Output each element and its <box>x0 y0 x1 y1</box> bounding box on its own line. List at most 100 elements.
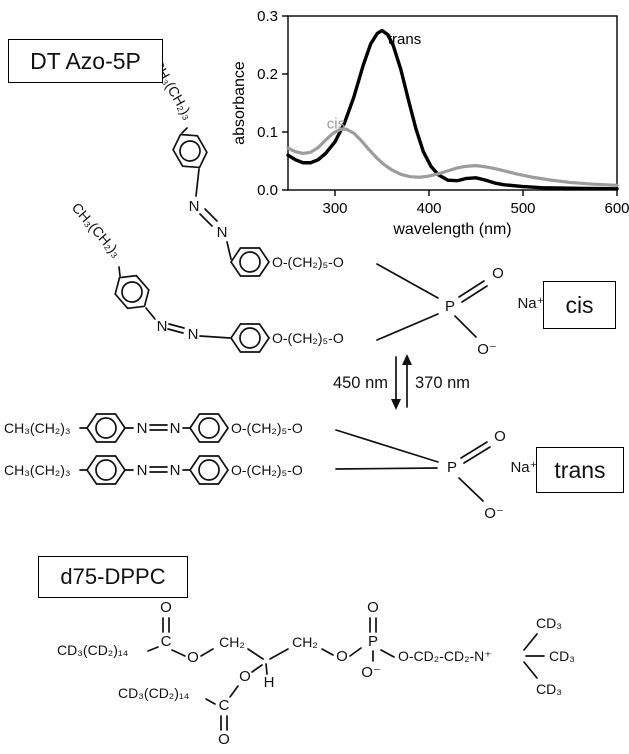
deuterated-tail-label: CD₃(CD₂)₁₄ <box>118 685 190 701</box>
choline-label: O-CD₂-CD₂-N⁺ <box>398 648 492 664</box>
bond <box>349 647 362 657</box>
bond <box>251 664 263 673</box>
benzene-ring <box>167 126 213 176</box>
oxygen-label: O <box>218 731 230 748</box>
double-bond <box>167 328 184 334</box>
cis-structure: CH₃(CH₂)₃ N N O-(CH₂)₅-O CH₃(CH₂)₃ N N O… <box>69 57 545 359</box>
isomerization-arrows: 450 nm 370 nm <box>333 354 470 410</box>
bond <box>376 263 439 299</box>
wavelength-450-label: 450 nm <box>333 374 388 392</box>
y-tick-label: 0.0 <box>257 182 278 199</box>
trans-structure: CH₃(CH₂)₃ N N O-(CH₂)₅-O CH₃(CH₂)₃ N N O… <box>4 413 538 522</box>
oxygen-label: O <box>160 599 172 616</box>
deuterated-tail-label: CD₃(CD₂)₁₄ <box>57 642 129 658</box>
bond <box>247 648 264 660</box>
x-tick-label: 500 <box>510 200 535 217</box>
y-tick-label: 0.3 <box>257 8 278 25</box>
cd3-label: CD₃ <box>536 681 562 697</box>
phosphorus-label: P <box>447 459 457 476</box>
x-axis-title: wavelength (nm) <box>392 221 511 238</box>
x-tick-label: 300 <box>322 200 347 217</box>
azo-n-label: N <box>137 462 148 479</box>
bond <box>181 127 188 134</box>
benzene-ring <box>86 455 126 485</box>
label-box-cis: cis <box>543 281 616 329</box>
double-bond <box>460 441 488 459</box>
bond <box>523 633 538 651</box>
up-arrow-head <box>402 354 412 365</box>
pentyloxy-label: O-(CH₂)₅-O <box>231 462 303 478</box>
bond <box>145 307 156 320</box>
double-bond <box>458 280 485 298</box>
double-bond <box>168 323 185 329</box>
benzene-ring <box>230 247 270 277</box>
pentyloxy-label: O-(CH₂)₅-O <box>272 330 344 346</box>
benzene-ring <box>108 267 156 317</box>
phosphorus-label: P <box>368 633 378 650</box>
absorbance-chart: 300 400 500 600 0.0 0.1 0.2 0.3 wavelength (nm) a… <box>231 8 629 238</box>
azo-n-label: N <box>137 420 148 437</box>
y-tick-label: 0.2 <box>257 66 278 83</box>
ester-o-label: O <box>239 668 251 685</box>
bond <box>229 685 239 698</box>
dppc-structure: CD₃(CD₂)₁₄ C O O CH₂ H CH₂ O C O CD₃(CD₂… <box>57 599 575 748</box>
bond <box>335 467 438 470</box>
benzene-ring <box>86 413 126 443</box>
carbonyl-c-label: C <box>219 697 230 714</box>
label-box-dt-azo-5p: DT Azo-5P <box>8 39 163 83</box>
bond <box>458 477 484 502</box>
benzene-ring <box>189 413 229 443</box>
oxide-label: O⁻ <box>477 341 497 358</box>
azo-n-label: N <box>170 462 181 479</box>
wavelength-370-label: 370 nm <box>415 374 470 392</box>
carbonyl-c-label: C <box>161 633 172 650</box>
series-label-trans: trans <box>388 31 421 48</box>
double-bond <box>204 208 218 222</box>
y-axis-title: absorbance <box>231 61 248 145</box>
bond <box>265 663 268 675</box>
bond <box>454 315 477 338</box>
bond <box>376 313 439 341</box>
cd3-label: CD₃ <box>536 615 562 631</box>
bridge-o-label: O <box>336 648 348 665</box>
bond <box>171 649 186 657</box>
series-label-cis: cis <box>327 116 345 133</box>
bond <box>147 646 159 652</box>
ch2-label: CH₂ <box>219 634 245 650</box>
bond <box>118 266 121 277</box>
bond <box>226 241 232 260</box>
azo-n-label: N <box>189 198 200 215</box>
ester-o-label: O <box>187 649 199 666</box>
azo-n-label: N <box>157 318 168 335</box>
double-bond <box>463 446 491 464</box>
x-tick-label: 600 <box>604 200 629 217</box>
double-bond <box>461 285 488 303</box>
sodium-label: Na⁺ <box>510 459 537 476</box>
benzene-ring <box>189 455 229 485</box>
pentyloxy-label: O-(CH₂)₅-O <box>272 254 344 270</box>
bond <box>335 429 439 463</box>
azo-n-label: N <box>217 224 228 241</box>
series-cis <box>286 127 619 187</box>
label-box-d75-dppc: d75-DPPC <box>38 556 188 598</box>
azo-n-label: N <box>188 326 199 343</box>
pentyloxy-label: O-(CH₂)₅-O <box>231 420 303 436</box>
cd3-label: CD₃ <box>549 648 575 664</box>
oxygen-label: O <box>494 428 506 445</box>
oxygen-label: O <box>367 599 379 616</box>
butyl-chain-label: CH₃(CH₂)₃ <box>69 199 125 260</box>
butyl-chain-label: CH₃(CH₂)₃ <box>4 420 71 436</box>
chart-frame <box>287 15 618 191</box>
y-tick-label: 0.1 <box>257 124 278 141</box>
series-trans <box>286 28 619 191</box>
h-label: H <box>264 674 275 691</box>
oxide-label: O⁻ <box>484 505 504 522</box>
x-tick-label: 400 <box>416 200 441 217</box>
bond <box>200 648 214 657</box>
bond <box>380 649 395 658</box>
bond <box>205 698 216 705</box>
butyl-chain-label: CH₃(CH₂)₃ <box>4 462 71 478</box>
down-arrow-head <box>391 399 401 410</box>
